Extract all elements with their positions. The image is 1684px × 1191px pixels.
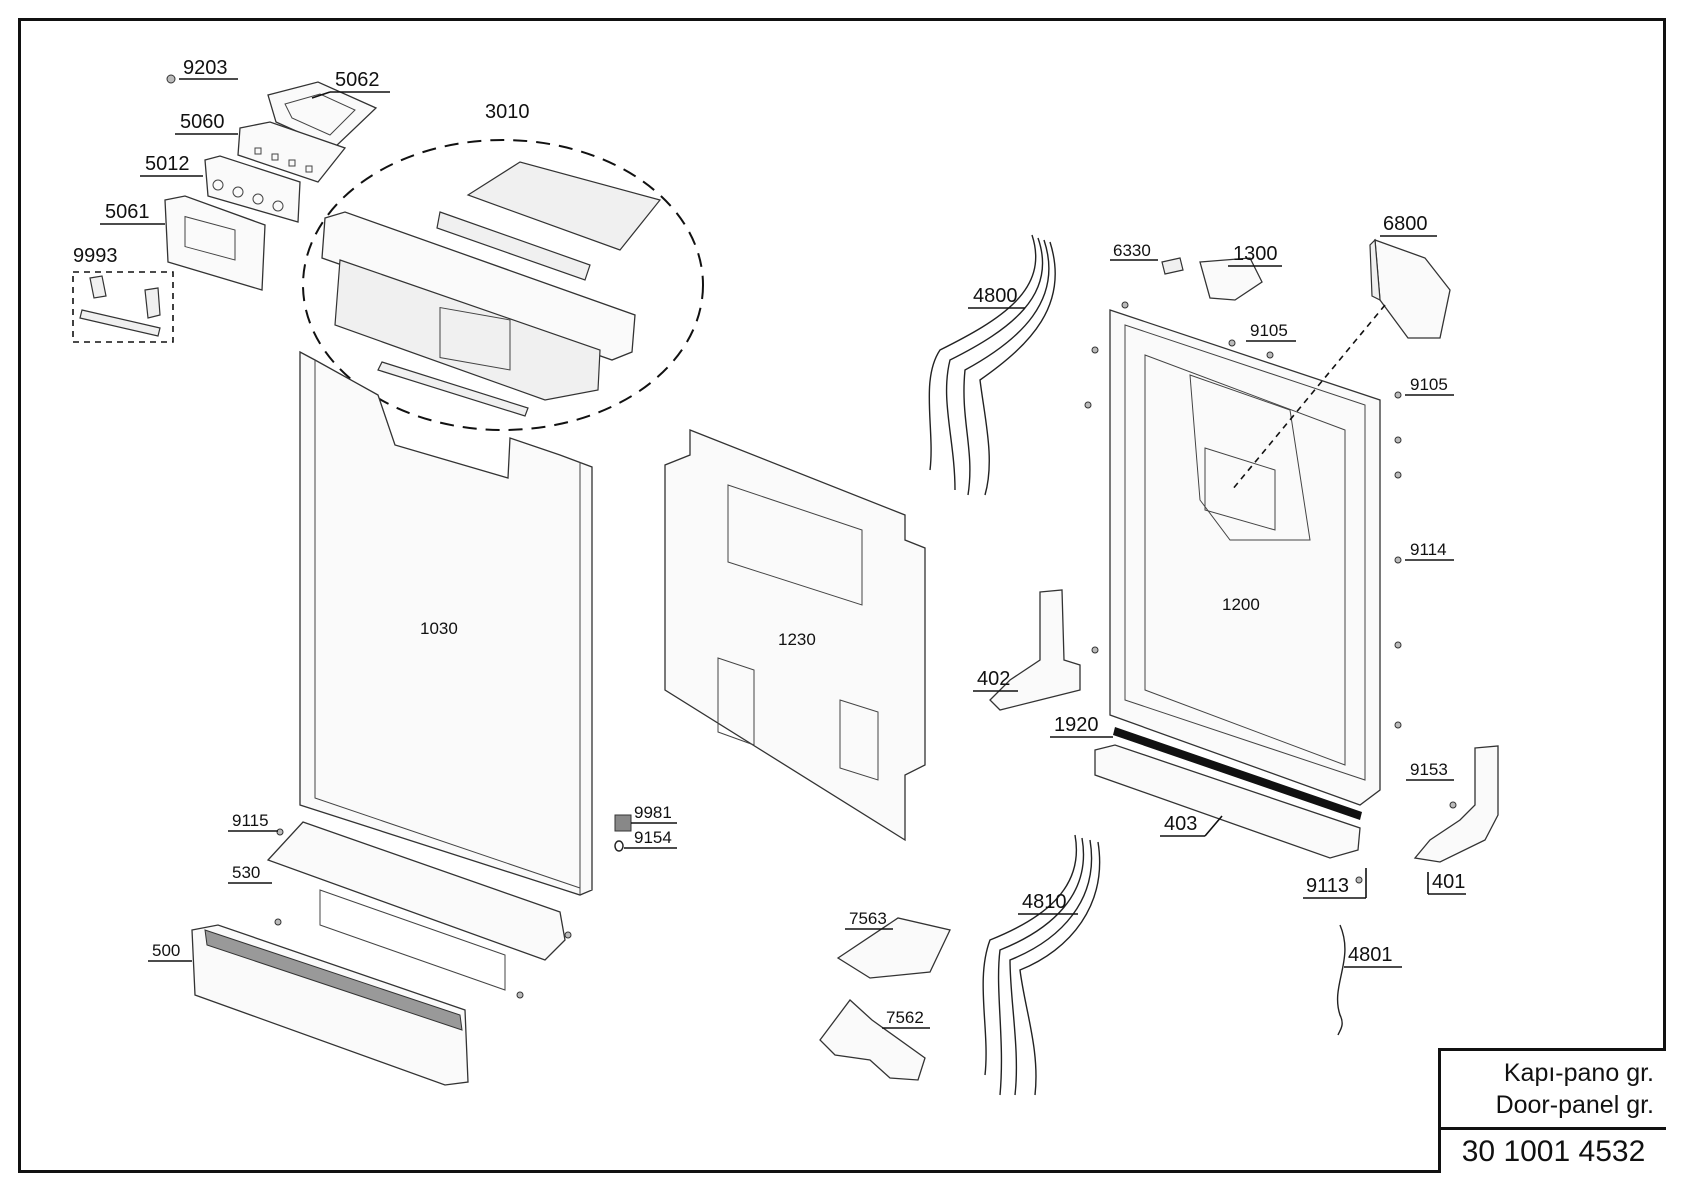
svg-text:9115: 9115 bbox=[232, 811, 269, 830]
svg-text:9113: 9113 bbox=[1306, 875, 1349, 897]
label-5060: 5060 bbox=[175, 111, 238, 135]
group-name-english: Door-panel gr. bbox=[1495, 1091, 1654, 1119]
drawing-frame bbox=[18, 18, 1666, 1173]
svg-text:6330: 6330 bbox=[1113, 241, 1151, 260]
part-7562-latch-cover bbox=[819, 999, 926, 1081]
label-9154: 9154 bbox=[624, 828, 677, 849]
label-5012: 5012 bbox=[140, 153, 203, 177]
part-6330-spring bbox=[1161, 257, 1184, 275]
part-4801-wire bbox=[1336, 924, 1346, 1036]
part-9203-screw bbox=[166, 74, 176, 84]
label-1030: 1030 bbox=[420, 619, 458, 638]
svg-text:3010: 3010 bbox=[485, 101, 530, 123]
screws-inner-door bbox=[1084, 301, 1457, 884]
label-4801: 4801 bbox=[1344, 944, 1402, 968]
part-5060-pcb bbox=[237, 121, 347, 183]
svg-text:6800: 6800 bbox=[1383, 213, 1428, 235]
svg-text:5012: 5012 bbox=[145, 153, 190, 175]
label-9981: 9981 bbox=[631, 803, 677, 824]
part-530-bottom-bracket bbox=[266, 821, 572, 999]
svg-text:5061: 5061 bbox=[105, 201, 150, 223]
svg-text:9153: 9153 bbox=[1410, 760, 1448, 779]
label-9105-top: 9105 bbox=[1246, 321, 1296, 342]
label-9114: 9114 bbox=[1405, 540, 1454, 561]
label-9153: 9153 bbox=[1406, 760, 1454, 781]
svg-text:500: 500 bbox=[152, 941, 180, 960]
svg-text:530: 530 bbox=[232, 863, 260, 882]
svg-text:1920: 1920 bbox=[1054, 714, 1099, 736]
part-1920-bottom-seal bbox=[1113, 727, 1362, 820]
svg-text:401: 401 bbox=[1432, 871, 1465, 893]
svg-text:5060: 5060 bbox=[180, 111, 225, 133]
svg-text:9981: 9981 bbox=[634, 803, 672, 822]
part-4810-wiring bbox=[982, 834, 1101, 1096]
label-7562: 7562 bbox=[882, 1008, 930, 1029]
part-7563-latch bbox=[836, 917, 951, 979]
part-401-hinge-right bbox=[1413, 745, 1499, 863]
part-4800-wiring bbox=[928, 234, 1056, 496]
part-1030-outer-door bbox=[299, 350, 593, 896]
part-5062-bracket bbox=[267, 81, 378, 149]
label-1920: 1920 bbox=[1050, 714, 1113, 738]
svg-text:4801: 4801 bbox=[1348, 944, 1393, 966]
part-1230-insulation-panel bbox=[664, 429, 926, 842]
label-1300: 1300 bbox=[1228, 243, 1282, 267]
label-7563: 7563 bbox=[845, 909, 893, 930]
label-403: 403 bbox=[1160, 813, 1223, 837]
label-530: 530 bbox=[228, 863, 272, 884]
svg-text:9105: 9105 bbox=[1250, 321, 1288, 340]
label-4800: 4800 bbox=[968, 285, 1025, 309]
part-1200-inner-door bbox=[1109, 309, 1381, 806]
label-4810: 4810 bbox=[1018, 891, 1078, 915]
label-9993: 9993 bbox=[73, 245, 118, 267]
svg-text:5062: 5062 bbox=[335, 69, 380, 91]
svg-text:1030: 1030 bbox=[420, 619, 458, 638]
part-9981-clip bbox=[614, 814, 632, 832]
label-500: 500 bbox=[148, 941, 192, 962]
svg-text:9203: 9203 bbox=[183, 57, 228, 79]
svg-text:7562: 7562 bbox=[886, 1008, 924, 1027]
part-6800-detergent-dispenser bbox=[1231, 238, 1451, 491]
label-5061: 5061 bbox=[100, 201, 165, 225]
label-9115: 9115 bbox=[228, 811, 278, 832]
svg-text:1230: 1230 bbox=[778, 630, 816, 649]
svg-text:403: 403 bbox=[1164, 813, 1197, 835]
part-402-hinge-left bbox=[989, 589, 1081, 711]
label-402: 402 bbox=[973, 668, 1018, 692]
svg-text:4810: 4810 bbox=[1022, 891, 1067, 913]
part-5061-display-frame bbox=[164, 195, 266, 291]
part-9154-washer bbox=[614, 840, 624, 852]
svg-text:9154: 9154 bbox=[634, 828, 672, 847]
label-3010: 3010 bbox=[485, 101, 530, 123]
label-6800: 6800 bbox=[1380, 213, 1437, 237]
svg-text:1300: 1300 bbox=[1233, 243, 1278, 265]
part-group-code: 30 1001 4532 bbox=[1461, 1135, 1646, 1168]
part-3010-control-panel bbox=[302, 139, 704, 431]
title-block: Kapı-pano gr. Door-panel gr. 30 1001 453… bbox=[1438, 1048, 1666, 1173]
part-403-bottom-rail bbox=[1094, 744, 1361, 859]
svg-text:4800: 4800 bbox=[973, 285, 1018, 307]
part-1300-door-lock bbox=[1199, 257, 1263, 301]
svg-text:9993: 9993 bbox=[73, 245, 118, 267]
label-9113: 9113 bbox=[1303, 868, 1367, 899]
svg-text:1200: 1200 bbox=[1222, 595, 1260, 614]
label-5062: 5062 bbox=[311, 69, 390, 99]
title-block-names: Kapı-pano gr. Door-panel gr. bbox=[1441, 1051, 1666, 1130]
label-401: 401 bbox=[1427, 871, 1466, 895]
label-6330: 6330 bbox=[1110, 241, 1158, 261]
label-9105-right: 9105 bbox=[1405, 375, 1454, 396]
label-1230: 1230 bbox=[778, 630, 816, 649]
part-5012-button-set bbox=[204, 155, 301, 223]
svg-text:7563: 7563 bbox=[849, 909, 887, 928]
svg-text:9105: 9105 bbox=[1410, 375, 1448, 394]
svg-text:402: 402 bbox=[977, 668, 1010, 690]
label-1200: 1200 bbox=[1222, 595, 1260, 614]
svg-text:9114: 9114 bbox=[1410, 540, 1447, 559]
group-name-turkish: Kapı-pano gr. bbox=[1503, 1059, 1654, 1087]
part-9993-button-caps bbox=[72, 271, 174, 343]
part-500-plinth bbox=[191, 924, 469, 1086]
label-9203: 9203 bbox=[179, 57, 238, 80]
